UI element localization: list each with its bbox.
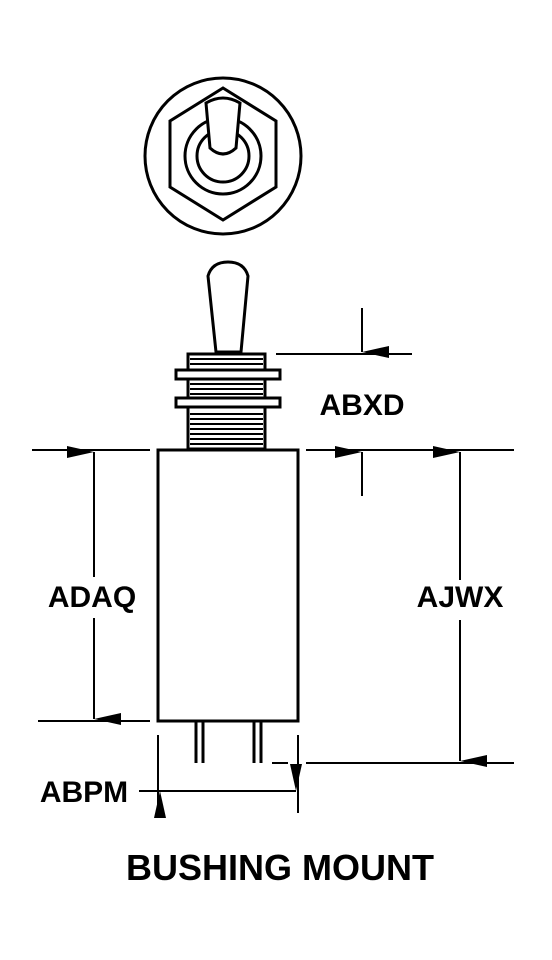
switch-top-view bbox=[143, 76, 303, 236]
lock-washer bbox=[174, 396, 282, 409]
bushing-threads bbox=[190, 358, 263, 445]
diagram-title: BUSHING MOUNT bbox=[126, 847, 434, 888]
top-view-toggle-lever bbox=[204, 96, 242, 156]
switch-body bbox=[156, 448, 300, 723]
top-view-outer-circle bbox=[143, 76, 303, 236]
switch-side-view bbox=[156, 260, 300, 763]
toggle-lever bbox=[206, 260, 250, 354]
dimension-label-abpm: ABPM bbox=[40, 776, 128, 809]
dimension-label-abxd: ABXD bbox=[319, 389, 404, 422]
dimension-label-ajwx: AJWX bbox=[417, 581, 504, 614]
mounting-nut bbox=[174, 368, 282, 381]
dimension-lines bbox=[32, 308, 514, 818]
top-view-hex-nut bbox=[168, 86, 278, 222]
dimension-label-adaq: ADAQ bbox=[48, 581, 136, 614]
